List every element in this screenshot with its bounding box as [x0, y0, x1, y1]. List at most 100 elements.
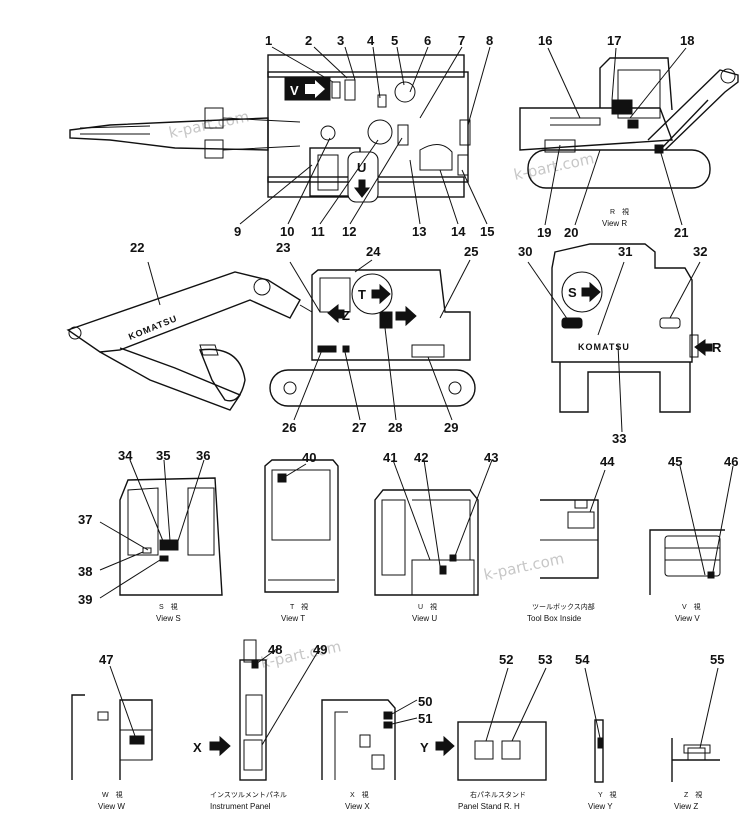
caption-view-y-en: View Y — [588, 802, 613, 811]
caption-view-x-jp: X 視 — [350, 790, 369, 799]
caption-tool-box-en: Tool Box Inside — [527, 614, 582, 623]
callout-14: 14 — [451, 224, 466, 239]
callout-55: 55 — [710, 652, 724, 667]
caption-view-r-jp: R 視 — [610, 207, 629, 216]
caption-tool-box-jp: ツールボックス内部 — [532, 602, 595, 611]
callout-27: 27 — [352, 420, 366, 435]
caption-view-v-jp: V 視 — [682, 602, 701, 611]
view-marker-r: R — [712, 340, 722, 355]
tool-box-inside — [540, 499, 599, 579]
callout-22: 22 — [130, 240, 144, 255]
caption-panel-stand-jp: 右パネルスタンド — [470, 790, 526, 799]
rear-brand-text: KOMATSU — [578, 342, 630, 352]
left-side-machine: T Z W KOMATSU — [66, 269, 476, 411]
leaders-rear — [527, 261, 701, 433]
callout-37: 37 — [78, 512, 92, 527]
callout-54: 54 — [575, 652, 590, 667]
callout-7: 7 — [458, 33, 465, 48]
caption-view-s-en: View S — [156, 614, 181, 623]
caption-view-s-jp: S 視 — [159, 602, 178, 611]
callout-50: 50 — [418, 694, 432, 709]
view-marker-z: Z — [342, 308, 350, 323]
callout-31: 31 — [618, 244, 632, 259]
callout-36: 36 — [196, 448, 210, 463]
leader-40 — [282, 463, 307, 479]
view-marker-y: Y — [420, 740, 429, 755]
callout-2: 2 — [305, 33, 312, 48]
callout-12: 12 — [342, 224, 356, 239]
view-marker-v: V — [290, 83, 299, 98]
caption-view-z-en: View Z — [674, 802, 698, 811]
callout-26: 26 — [282, 420, 296, 435]
part-number-callouts: 1 2 3 4 5 6 7 8 9 10 11 12 13 14 15 16 1… — [78, 33, 738, 726]
leader-44 — [589, 469, 606, 513]
view-s-cab — [119, 477, 223, 596]
callout-53: 53 — [538, 652, 552, 667]
callout-40: 40 — [302, 450, 316, 465]
callout-10: 10 — [280, 224, 294, 239]
callout-28: 28 — [388, 420, 402, 435]
callout-9: 9 — [234, 224, 241, 239]
leaders-instrument — [255, 647, 321, 746]
callout-13: 13 — [412, 224, 426, 239]
top-plan-view: V U — [69, 54, 471, 203]
leader-54 — [584, 667, 601, 739]
leaders-view-v — [679, 465, 734, 576]
caption-view-r-en: View R — [602, 219, 627, 228]
leader-55 — [699, 667, 719, 749]
view-y-panel — [594, 719, 604, 783]
view-marker-x: X — [193, 740, 202, 755]
callout-48: 48 — [268, 642, 282, 657]
instrument-panel: X — [193, 639, 267, 781]
callout-25: 25 — [464, 244, 478, 259]
callout-21: 21 — [674, 225, 688, 240]
caption-view-v-en: View V — [675, 614, 700, 623]
caption-view-u-en: View U — [412, 614, 437, 623]
callout-6: 6 — [424, 33, 431, 48]
leaders-view-u — [392, 459, 493, 567]
leaders-view-r — [544, 47, 687, 226]
callout-41: 41 — [383, 450, 397, 465]
caption-instrument-jp: インスツルメントパネル — [210, 791, 287, 799]
rear-view-machine: S R KOMATSU — [551, 243, 722, 413]
caption-view-t-jp: T 視 — [290, 602, 308, 611]
leaders-view-s — [99, 459, 205, 599]
callout-43: 43 — [484, 450, 498, 465]
caption-view-u-jp: U 視 — [418, 602, 437, 611]
view-marker-s: S — [568, 285, 577, 300]
caption-view-z-jp: Z 視 — [684, 790, 702, 799]
caption-instrument-en: Instrument Panel — [210, 802, 271, 811]
callout-11: 11 — [311, 224, 325, 239]
callout-23: 23 — [276, 240, 290, 255]
view-r-side-machine — [519, 57, 739, 189]
callout-24: 24 — [366, 244, 381, 259]
view-marker-u: U — [357, 160, 366, 175]
callout-42: 42 — [414, 450, 428, 465]
view-v-panel — [649, 529, 725, 595]
callout-19: 19 — [537, 225, 551, 240]
panel-stand-rh: Y — [420, 721, 547, 781]
caption-view-y-jp: Y 視 — [598, 790, 617, 799]
view-marker-w: W — [380, 310, 393, 325]
callout-5: 5 — [391, 33, 398, 48]
view-x-console — [321, 699, 396, 780]
callout-15: 15 — [480, 224, 494, 239]
caption-view-t-en: View T — [281, 614, 305, 623]
callout-1: 1 — [265, 33, 272, 48]
caption-view-w-jp: W 視 — [102, 790, 123, 799]
callout-45: 45 — [668, 454, 682, 469]
callout-38: 38 — [78, 564, 92, 579]
callout-20: 20 — [564, 225, 578, 240]
callout-18: 18 — [680, 33, 694, 48]
callout-46: 46 — [724, 454, 738, 469]
callout-16: 16 — [538, 33, 552, 48]
callout-34: 34 — [118, 448, 133, 463]
callout-39: 39 — [78, 592, 92, 607]
view-marker-t: T — [358, 287, 366, 302]
view-w-panel — [71, 694, 153, 780]
caption-view-w-en: View W — [98, 802, 125, 811]
watermark-3: k-part.com — [482, 549, 566, 584]
callout-44: 44 — [600, 454, 615, 469]
callout-3: 3 — [337, 33, 344, 48]
